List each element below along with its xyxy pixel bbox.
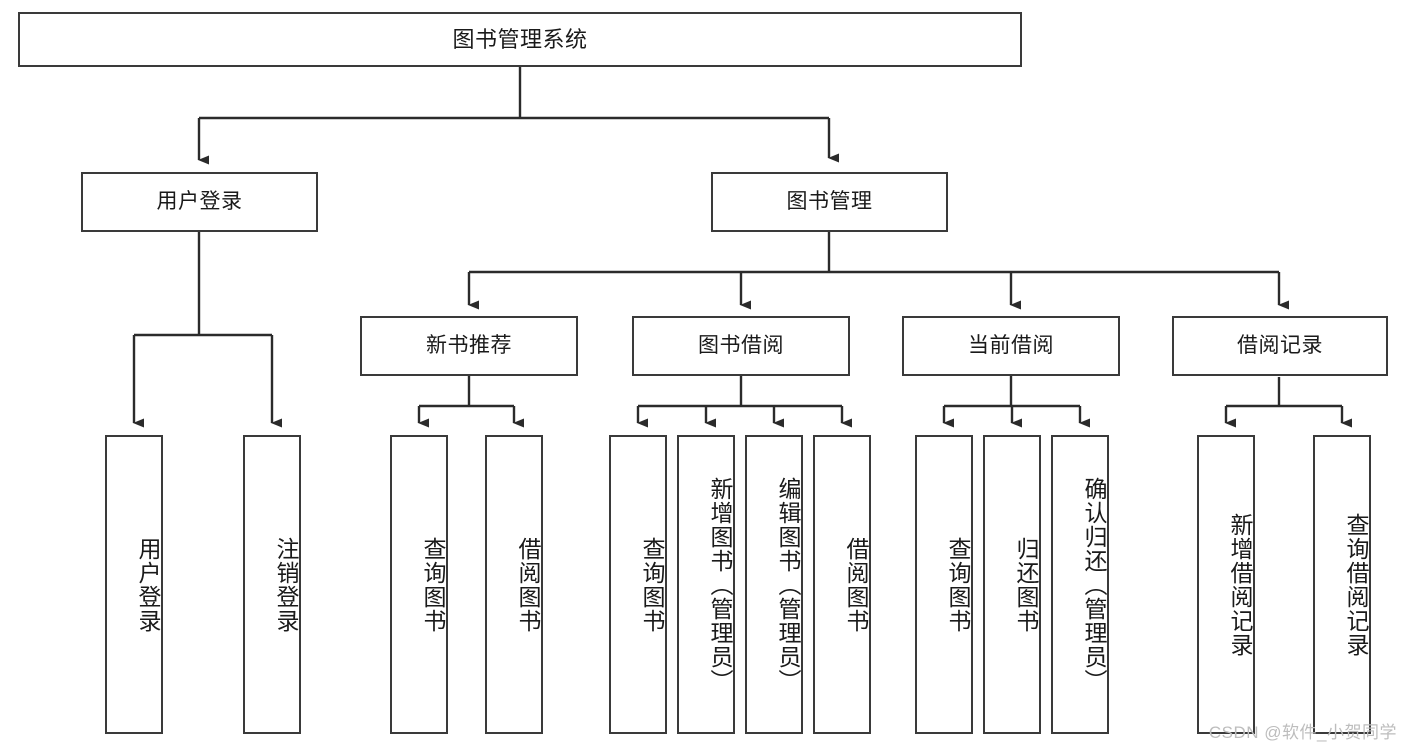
node-leaf-edit-book[interactable]: 编辑图书（管理员） bbox=[745, 435, 803, 734]
node-leaf-add-book[interactable]: 新增图书（管理员） bbox=[677, 435, 735, 734]
node-leaf-borrow-book-1-label: 借阅图书 bbox=[515, 536, 541, 633]
node-leaf-logout-label: 注销登录 bbox=[273, 536, 299, 633]
node-book-manage-label: 图书管理 bbox=[786, 189, 873, 213]
node-leaf-user-login[interactable]: 用户登录 bbox=[105, 435, 163, 734]
node-root[interactable]: 图书管理系统 bbox=[18, 12, 1022, 67]
node-leaf-confirm-return-label: 确认归还（管理员） bbox=[1081, 476, 1107, 693]
node-borrow-record-label: 借阅记录 bbox=[1237, 333, 1323, 357]
node-leaf-query-record-label: 查询借阅记录 bbox=[1343, 512, 1369, 657]
node-root-label: 图书管理系统 bbox=[452, 26, 588, 52]
node-leaf-add-book-label: 新增图书（管理员） bbox=[707, 476, 733, 693]
node-current-borrow-label: 当前借阅 bbox=[968, 333, 1054, 357]
node-user-login-label: 用户登录 bbox=[156, 189, 243, 213]
node-user-login[interactable]: 用户登录 bbox=[81, 172, 318, 232]
node-leaf-user-login-label: 用户登录 bbox=[135, 536, 161, 633]
node-leaf-add-record-label: 新增借阅记录 bbox=[1227, 512, 1253, 657]
node-borrow-record[interactable]: 借阅记录 bbox=[1172, 316, 1388, 376]
node-current-borrow[interactable]: 当前借阅 bbox=[902, 316, 1120, 376]
node-book-borrow[interactable]: 图书借阅 bbox=[632, 316, 850, 376]
node-leaf-logout[interactable]: 注销登录 bbox=[243, 435, 301, 734]
node-leaf-query-book-3[interactable]: 查询图书 bbox=[915, 435, 973, 734]
node-leaf-return-book-label: 归还图书 bbox=[1013, 536, 1039, 633]
node-new-book-recommend[interactable]: 新书推荐 bbox=[360, 316, 578, 376]
node-book-manage[interactable]: 图书管理 bbox=[711, 172, 948, 232]
node-leaf-confirm-return[interactable]: 确认归还（管理员） bbox=[1051, 435, 1109, 734]
node-leaf-return-book[interactable]: 归还图书 bbox=[983, 435, 1041, 734]
node-book-borrow-label: 图书借阅 bbox=[698, 333, 784, 357]
node-leaf-borrow-book-2[interactable]: 借阅图书 bbox=[813, 435, 871, 734]
node-leaf-query-book-2-label: 查询图书 bbox=[639, 536, 665, 633]
node-leaf-query-book-1-label: 查询图书 bbox=[420, 536, 446, 633]
node-leaf-borrow-book-2-label: 借阅图书 bbox=[843, 536, 869, 633]
node-leaf-add-record[interactable]: 新增借阅记录 bbox=[1197, 435, 1255, 734]
node-leaf-edit-book-label: 编辑图书（管理员） bbox=[775, 476, 801, 693]
node-leaf-query-book-2[interactable]: 查询图书 bbox=[609, 435, 667, 734]
node-leaf-query-record[interactable]: 查询借阅记录 bbox=[1313, 435, 1371, 734]
node-leaf-query-book-1[interactable]: 查询图书 bbox=[390, 435, 448, 734]
node-leaf-query-book-3-label: 查询图书 bbox=[945, 536, 971, 633]
node-leaf-borrow-book-1[interactable]: 借阅图书 bbox=[485, 435, 543, 734]
node-new-book-recommend-label: 新书推荐 bbox=[426, 333, 512, 357]
